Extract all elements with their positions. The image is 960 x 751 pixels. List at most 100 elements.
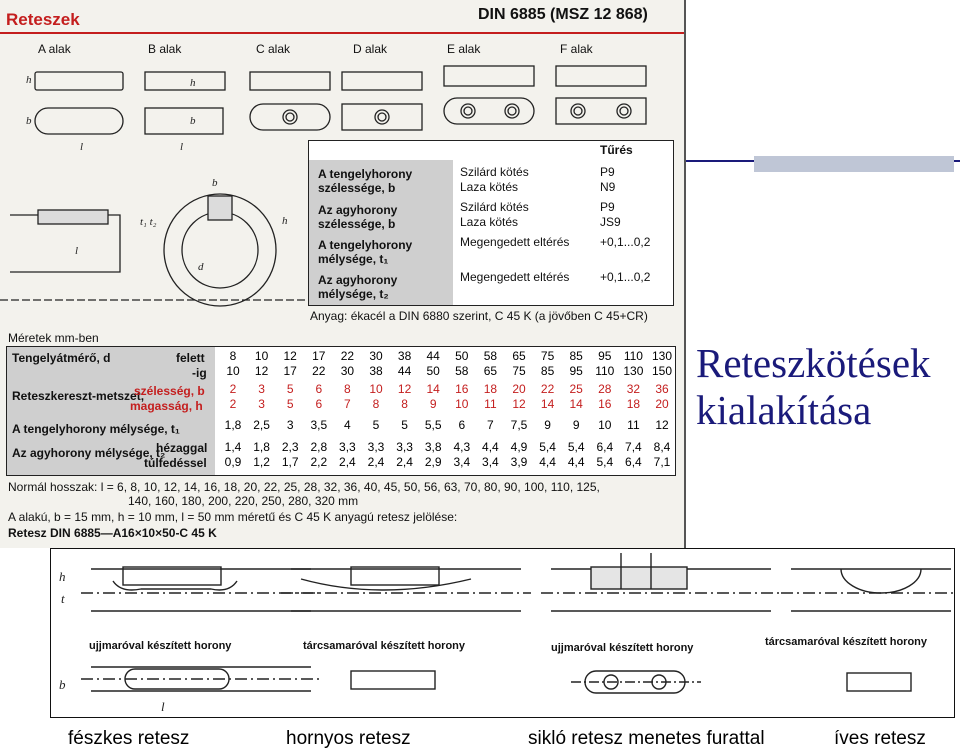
dim-l-a: l [80, 141, 83, 153]
label-width: szélesség, b [134, 384, 205, 398]
panel-dim-t: t [61, 591, 65, 606]
dim-cell: 2 [229, 382, 237, 396]
standard-label: DIN 6885 (MSZ 12 868) [478, 6, 648, 23]
dim-cell: 2,2 [310, 455, 328, 469]
dim-cell: 12 [283, 349, 297, 363]
dim-cell: 2 [229, 397, 237, 411]
dim-cell: 38 [397, 349, 412, 363]
dim-cell: 3,4 [482, 455, 499, 469]
example-text: A alakú, b = 15 mm, h = 10 mm, l = 50 mm… [8, 510, 458, 524]
dim-cell: 20 [655, 397, 669, 411]
panel-dim-l: l [161, 699, 165, 714]
dim-cell: 11 [484, 397, 497, 411]
dim-cell: 150 [651, 364, 673, 378]
dim-cell: 3,4 [453, 455, 471, 469]
dim-cell: 2,3 [281, 440, 299, 454]
panel-caption-4: tárcsamaróval készített horony [765, 636, 928, 648]
dim-cell: 1,8 [224, 418, 242, 432]
dim-cell: 36 [655, 382, 669, 396]
dim-cell: 5,4 [596, 455, 614, 469]
dim-cell: 4,4 [539, 455, 556, 469]
dim-cell: 95 [569, 364, 583, 378]
dim-cell: 2,9 [424, 455, 442, 469]
label-upto: -ig [192, 366, 207, 380]
dim-cell: 10 [598, 418, 612, 432]
tol-label-hub-depth: Az agyhorony mélysége, t₂ [318, 273, 398, 301]
dim-cell: 38 [369, 364, 383, 378]
form-label-f: F alak [560, 42, 593, 56]
dim-cell: 6,4 [596, 440, 614, 454]
dim-cell: 10 [455, 397, 469, 411]
dim-cell: 8 [372, 397, 380, 411]
units-note: Méretek mm-ben [8, 331, 99, 345]
dim-cell: 20 [512, 382, 526, 396]
dim-cell: 7,1 [653, 455, 671, 469]
dim-cell: 2,4 [339, 455, 356, 469]
dim-cell: 9 [572, 418, 580, 432]
caption-sliding-key: sikló retesz menetes furattal [528, 728, 765, 749]
dim-cell: 6 [458, 418, 466, 432]
dim-cell: 1,8 [253, 440, 270, 454]
dim-cell: 95 [598, 349, 612, 363]
dim-cell: 7 [344, 397, 351, 411]
dim-cell: 5,5 [424, 418, 442, 432]
dim-cell: 5 [286, 382, 294, 396]
dim-cell: 5 [286, 397, 294, 411]
dim-cell: 6,4 [625, 455, 642, 469]
dim-cell: 5 [401, 418, 408, 432]
dim-cell: 2,4 [367, 455, 385, 469]
form-label-d: D alak [353, 42, 388, 56]
dim-cell: 2,8 [310, 440, 328, 454]
dim-cell: 17 [283, 364, 297, 378]
slide-title: Reteszkötések kialakítása [696, 340, 931, 434]
tol-fit-0-1: Laza kötés [460, 180, 519, 194]
dim-cell: 75 [540, 349, 555, 363]
dim-cell: 12 [254, 364, 269, 378]
tol-fit-1-0: Szilárd kötés [460, 200, 529, 214]
heading-rule [0, 32, 684, 34]
caption-grooved-key: hornyos retesz [286, 728, 411, 749]
dim-cell: 1,2 [253, 455, 270, 469]
dim-cell: 44 [426, 349, 440, 363]
tol-label-bg [309, 160, 453, 305]
dim-cell: 30 [369, 349, 383, 363]
dim-cell: 3 [286, 418, 294, 432]
label-shaft-dia: Tengelyátmérő, d [12, 351, 111, 365]
dim-cell: 58 [455, 364, 469, 378]
dim-cell: 5,4 [539, 440, 556, 454]
dim-b-a: b [26, 115, 32, 127]
dim-cell: 32 [626, 382, 641, 396]
dim-cell: 22 [312, 364, 326, 378]
dim-cell: 85 [540, 364, 555, 378]
dim-cell: 50 [426, 364, 440, 378]
dim-cell: 44 [397, 364, 412, 378]
tol-label-hub-width: Az agyhorony szélessége, b [318, 203, 398, 231]
dim-b-section: b [212, 177, 218, 189]
dim-cell: 17 [312, 349, 326, 363]
dim-cell: 4,9 [510, 440, 528, 454]
dim-h-b: h [190, 77, 196, 89]
dim-cell: 12 [512, 397, 526, 411]
dim-cell: 30 [340, 364, 355, 378]
dim-cell: 3,3 [339, 440, 356, 454]
tolerance-header: Tűrés [600, 143, 633, 157]
dim-cell: 1,7 [281, 455, 299, 469]
dim-cell: 3,9 [510, 455, 528, 469]
key-form-drawings: h b l h b l b h t₁ t₂ d l [0, 65, 647, 307]
label-t1: A tengelyhorony mélysége, t₁ [12, 422, 180, 436]
label-hub-depth: Az agyhorony mélysége, t₂ [12, 446, 166, 460]
slide-title-line1: Reteszkötések [696, 340, 931, 386]
tol-fit-3-0: Megengedett eltérés [460, 270, 570, 284]
dim-cell: 1,4 [224, 440, 242, 454]
dim-cell: 65 [483, 364, 498, 378]
label-overlap: túlfedéssel [144, 456, 207, 470]
dim-cell: 10 [226, 364, 240, 378]
slide-title-line2: kialakítása [696, 387, 872, 434]
dim-cell: 4 [344, 418, 351, 432]
normal-lengths: Normál hosszak: l = 6, 8, 10, 12, 14, 16… [8, 480, 600, 494]
normal-lengths-2: 140, 160, 180, 200, 220, 250, 280, 320 m… [128, 494, 359, 508]
dim-cell: 8 [229, 349, 237, 363]
dim-cell: 18 [483, 382, 498, 396]
dim-cell: 5 [372, 418, 380, 432]
tol-val-0-0: P9 [600, 165, 615, 179]
